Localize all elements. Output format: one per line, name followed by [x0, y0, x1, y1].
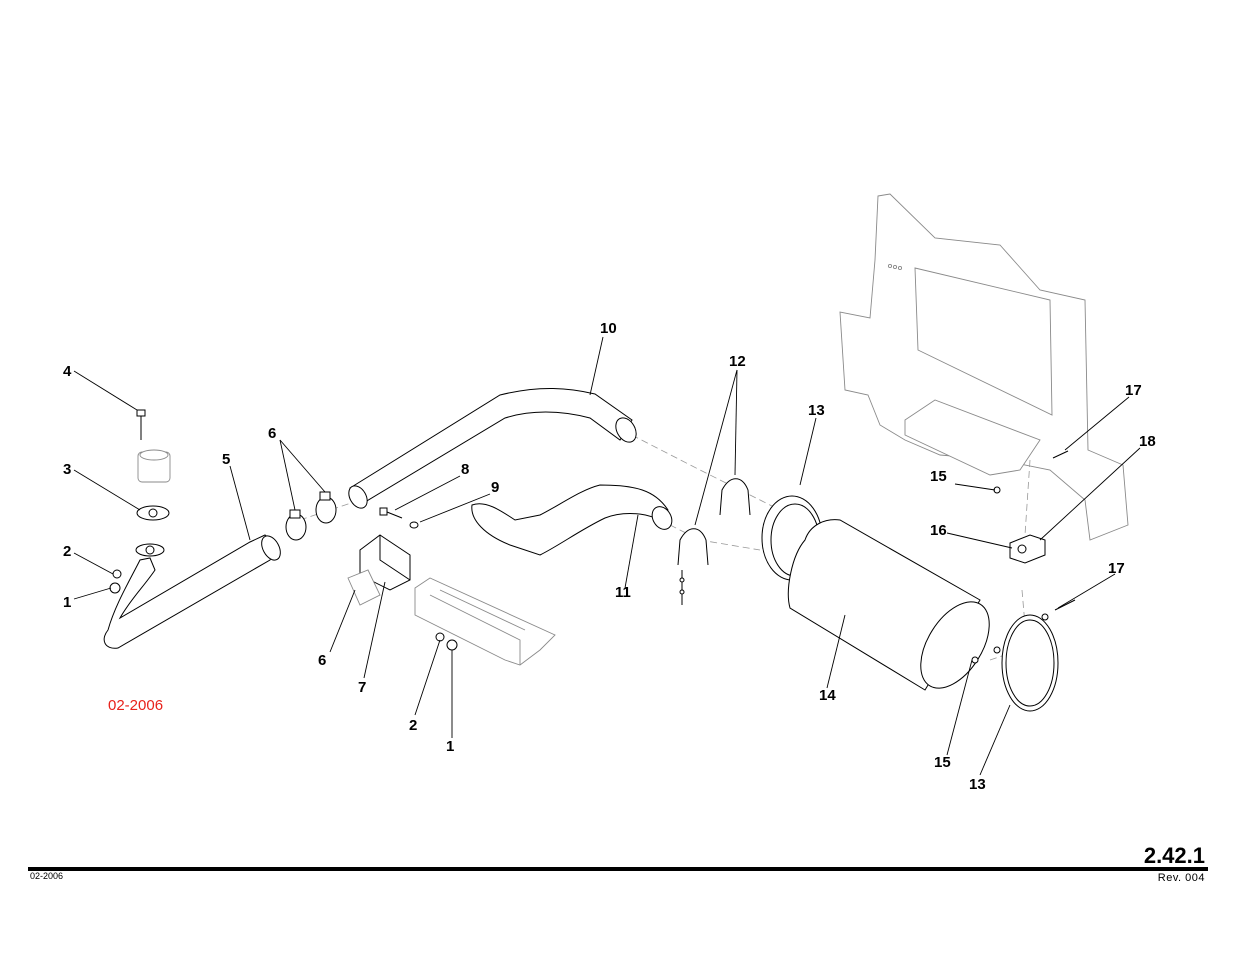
revision-label: Rev. 004: [1157, 872, 1205, 884]
callout-2: 2: [63, 543, 71, 560]
callout-7: 7: [358, 679, 366, 696]
callout-1: 1: [63, 594, 71, 611]
pipe-clamps: [285, 491, 337, 541]
callout-10: 10: [600, 320, 617, 337]
muffler: [787, 519, 990, 691]
bolt-washer: [379, 507, 419, 529]
callout-9: 9: [491, 479, 499, 496]
muffler-strap-lower: [1001, 614, 1059, 712]
rubber-isolator: [1009, 534, 1046, 564]
mounting-plate-ghost: [839, 193, 1129, 541]
callout-5: 5: [222, 451, 230, 468]
callout-15: 15: [934, 754, 951, 771]
callout-13: 13: [808, 402, 825, 419]
manifold-ghost: [137, 449, 171, 483]
callout-17: 17: [1125, 382, 1142, 399]
footer-rule: [28, 867, 1208, 871]
footer-date: 02-2006: [30, 871, 64, 881]
upper-tail-pipe: [348, 388, 637, 509]
callout-13: 13: [969, 776, 986, 793]
frame-bracket-ghost: [414, 577, 556, 666]
callout-numbers: 4 3 2 1 5 6 6 7 8 9 10 11 12 13 14 15 17…: [63, 320, 1156, 793]
callout-15: 15: [930, 468, 947, 485]
date-stamp: 02-2006: [108, 697, 164, 714]
exhaust-hangers: [677, 478, 751, 605]
callout-8: 8: [461, 461, 469, 478]
clamp-plate: [347, 569, 381, 606]
callout-1: 1: [446, 738, 454, 755]
callout-2: 2: [409, 717, 417, 734]
callout-12: 12: [729, 353, 746, 370]
page-number: 2.42.1: [1143, 843, 1205, 868]
callout-leaders: [73, 336, 1141, 776]
callout-18: 18: [1139, 433, 1156, 450]
callout-4: 4: [63, 363, 72, 380]
washer-nut-left: [109, 569, 122, 594]
flange-gasket: [136, 505, 170, 521]
lower-tail-pipe: [471, 484, 673, 556]
y-exhaust-pipe: [103, 534, 281, 649]
flange-bolt: [136, 409, 146, 440]
callout-6: 6: [318, 652, 326, 669]
lower-strap-fasteners: [971, 599, 1076, 664]
pipe-support-bracket: [359, 534, 411, 591]
callout-11: 11: [615, 584, 631, 601]
callout-6: 6: [268, 425, 276, 442]
callout-3: 3: [63, 461, 71, 478]
callout-14: 14: [819, 687, 836, 704]
callout-16: 16: [930, 522, 947, 539]
callout-17: 17: [1108, 560, 1125, 577]
